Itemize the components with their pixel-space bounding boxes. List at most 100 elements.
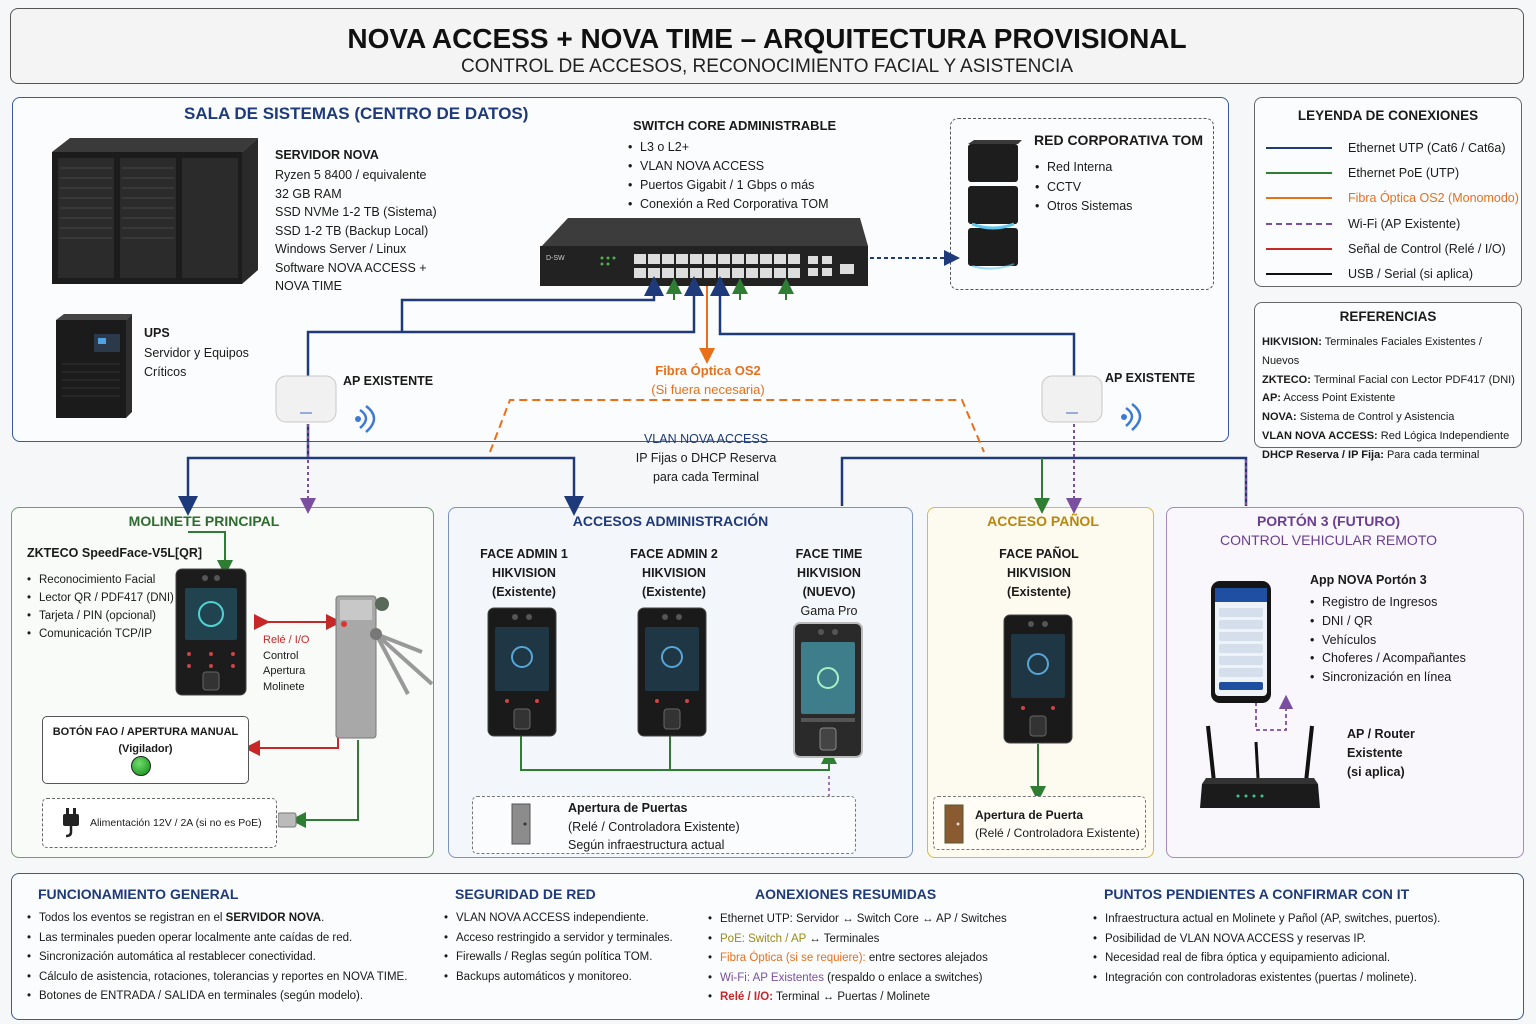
vlan-label-line: IP Fijas o DHCP Reserva: [635, 451, 777, 465]
svg-text:D-SW: D-SW: [546, 255, 565, 262]
device-label-line: Gama Pro: [800, 604, 858, 618]
legend-item: Señal de Control (Relé / I/O): [1266, 236, 1520, 261]
vlan-label-line: para cada Terminal: [652, 470, 760, 484]
summary-item-b: Terminal ↔ Puertas / Molinete: [773, 991, 931, 1003]
door-icon: [944, 804, 964, 844]
server-spec-line: 32 GB RAM: [275, 186, 342, 201]
porton-feature: Sincronización en línea: [1308, 668, 1466, 687]
summary-item: Fibra Óptica (si se requiere): entre sec…: [706, 949, 1007, 969]
face-admin-2-label: FACE ADMIN 2 HIKVISION (Existente): [614, 545, 734, 602]
ups-name: UPS: [144, 326, 170, 340]
ups-lines: Servidor y Equipos Críticos: [144, 344, 249, 381]
router-label: AP / Router Existente (si aplica): [1347, 725, 1415, 782]
summary-item-a: Ethernet UTP: Servidor ↔ Switch Core ↔ A…: [720, 913, 1007, 925]
legend-item-label: Señal de Control (Relé / I/O): [1348, 241, 1506, 256]
summary-item-b: entre sectores alejados: [865, 952, 988, 964]
porton-feature: Vehículos: [1308, 631, 1466, 650]
fiber-label-line: (Si fuera necesaria): [651, 382, 765, 397]
admin-door-line: (Relé / Controladora Existente): [568, 819, 740, 834]
device-label-line: (Existente): [1007, 585, 1071, 599]
device-label-line: FACE TIME: [795, 547, 863, 561]
reference-item: DHCP Reserva / IP Fija: Para cada termin…: [1262, 446, 1520, 465]
datacenter-title: SALA DE SISTEMAS (CENTRO DE DATOS): [184, 104, 529, 123]
reference-text: Access Point Existente: [1283, 392, 1396, 405]
legend-line-swatch: [1266, 197, 1332, 200]
porton-feature: Registro de Ingresos: [1308, 593, 1466, 612]
reference-item: NOVA: Sistema de Control y Asistencia: [1262, 408, 1520, 427]
security-item: Acceso restringido a servidor y terminal…: [442, 929, 673, 949]
access-point-right: [1040, 374, 1104, 426]
reference-item: HIKVISION: Terminales Faciales Existente…: [1262, 333, 1520, 371]
device-label-line: HIKVISION: [797, 566, 861, 580]
reference-item: ZKTECO: Terminal Facial con Lector PDF41…: [1262, 371, 1520, 390]
relay-label-line: Apertura: [263, 665, 306, 677]
summary-list: Ethernet UTP: Servidor ↔ Switch Core ↔ A…: [706, 910, 1007, 1008]
zkteco-feature: Lector QR / PDF417 (DNI): [25, 589, 174, 607]
zkteco-feature: Reconocimiento Facial: [25, 571, 174, 589]
security-item: VLAN NOVA ACCESS independiente.: [442, 909, 673, 929]
access-point-left: [274, 374, 338, 426]
zkteco-device-name: ZKTECO SpeedFace-V5L[QR]: [27, 546, 203, 560]
legend-item-label: USB / Serial (si aplica): [1348, 267, 1474, 282]
legend-line-swatch: [1266, 273, 1332, 276]
summary-item-a: PoE: Switch / AP: [720, 932, 807, 945]
pending-item: Necesidad real de fibra óptica y equipam…: [1091, 949, 1440, 969]
corp-network-item: CCTV: [1033, 178, 1132, 198]
corp-network-item: Otros Sistemas: [1033, 197, 1132, 217]
switch-features: L3 o L2+ VLAN NOVA ACCESS Puertos Gigabi…: [626, 138, 829, 214]
summary-title: AONEXIONES RESUMIDAS: [755, 886, 937, 902]
smartphone-image: [1210, 580, 1272, 704]
switch-title: SWITCH CORE ADMINISTRABLE: [633, 118, 837, 133]
device-label-line: FACE ADMIN 2: [630, 547, 718, 561]
references-title: REFERENCIAS: [1339, 309, 1437, 324]
device-label-line: HIKVISION: [642, 566, 706, 580]
reference-text: Para cada terminal: [1386, 448, 1480, 461]
security-item: Firewalls / Reglas según política TOM.: [442, 948, 673, 968]
server-spec-line: NOVA TIME: [275, 279, 342, 293]
pending-item: Infraestructura actual en Molinete y Pañ…: [1091, 910, 1440, 930]
zkteco-features: Reconocimiento Facial Lector QR / PDF417…: [25, 571, 174, 643]
summary-item-b: ↔ Terminales: [806, 932, 880, 945]
general-list: Todos los eventos se registran en el SER…: [25, 909, 445, 1007]
panol-door-line: (Relé / Controladora Existente): [975, 826, 1140, 840]
admin-door-line: Según infraestructura actual: [568, 838, 725, 852]
server-spec-line: SSD NVMe 1-2 TB (Sistema): [275, 205, 437, 219]
legend-item: Ethernet UTP (Cat6 / Cat6a): [1266, 135, 1520, 160]
summary-item: PoE: Switch / AP ↔ Terminales: [706, 930, 1007, 950]
legend-line-swatch: [1266, 247, 1332, 250]
legend-line-swatch: [1266, 171, 1332, 174]
summary-item-a: Fibra Óptica (si se requiere):: [720, 952, 866, 964]
molinete-title: MOLINETE PRINCIPAL: [128, 513, 280, 529]
server-spec-line: Software NOVA ACCESS +: [275, 260, 427, 275]
server-rack-image: [52, 138, 258, 284]
reference-key: ZKTECO:: [1262, 373, 1311, 386]
general-text: .: [321, 912, 325, 924]
porton-app-name: App NOVA Portón 3: [1310, 573, 1427, 587]
corp-network-items: Red Interna CCTV Otros Sistemas: [1033, 158, 1132, 217]
security-title: SEGURIDAD DE RED: [455, 886, 596, 902]
security-item: Backups automáticos y monitoreo.: [442, 968, 673, 988]
zkteco-feature: Tarjeta / PIN (opcional): [25, 607, 174, 625]
summary-item: Relé / I/O: Terminal ↔ Puertas / Molinet…: [706, 988, 1007, 1008]
reference-item: AP: Access Point Existente: [1262, 389, 1520, 408]
legend-item: Ethernet PoE (UTP): [1266, 160, 1520, 185]
power-plug-icon: [58, 808, 84, 838]
references-panel: [1254, 302, 1522, 448]
reference-key: HIKVISION:: [1262, 336, 1322, 348]
general-item: Botones de ENTRADA / SALIDA en terminale…: [25, 987, 445, 1007]
hikvision-terminal-admin-1: [487, 607, 557, 737]
fao-green-button[interactable]: [131, 756, 151, 776]
general-item: Sincronización automática al restablecer…: [25, 948, 445, 968]
relay-label: Relé / I/O Control Apertura Molinete: [263, 633, 309, 695]
reference-item: VLAN NOVA ACCESS: Red Lógica Independien…: [1262, 427, 1520, 446]
fao-button-label: BOTÓN FAO / APERTURA MANUAL (Vigilador): [42, 724, 249, 758]
router-label-line: Existente: [1347, 746, 1403, 760]
hikvision-terminal-panol: [1003, 614, 1073, 744]
panol-door-title: Apertura de Puerta: [975, 808, 1084, 822]
door-icon: [510, 802, 532, 846]
fiber-label-line: Fibra Óptica OS2: [655, 363, 761, 378]
legend-item-label: Ethernet PoE (UTP): [1348, 165, 1460, 180]
server-spec-line: SSD 1-2 TB (Backup Local): [275, 223, 429, 238]
power-box: [42, 798, 277, 848]
device-label-line: (Existente): [492, 585, 556, 599]
